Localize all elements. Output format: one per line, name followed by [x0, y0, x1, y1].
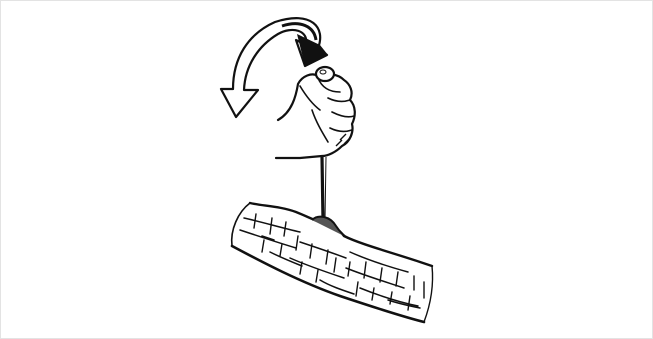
hand-knuckle-lines: [300, 78, 354, 142]
log-right-edge: [424, 266, 433, 322]
log-mound: [312, 217, 348, 238]
log: [232, 203, 433, 322]
awl-shaft: [322, 157, 326, 220]
hand: [276, 67, 355, 158]
log-left-edge: [232, 203, 250, 246]
